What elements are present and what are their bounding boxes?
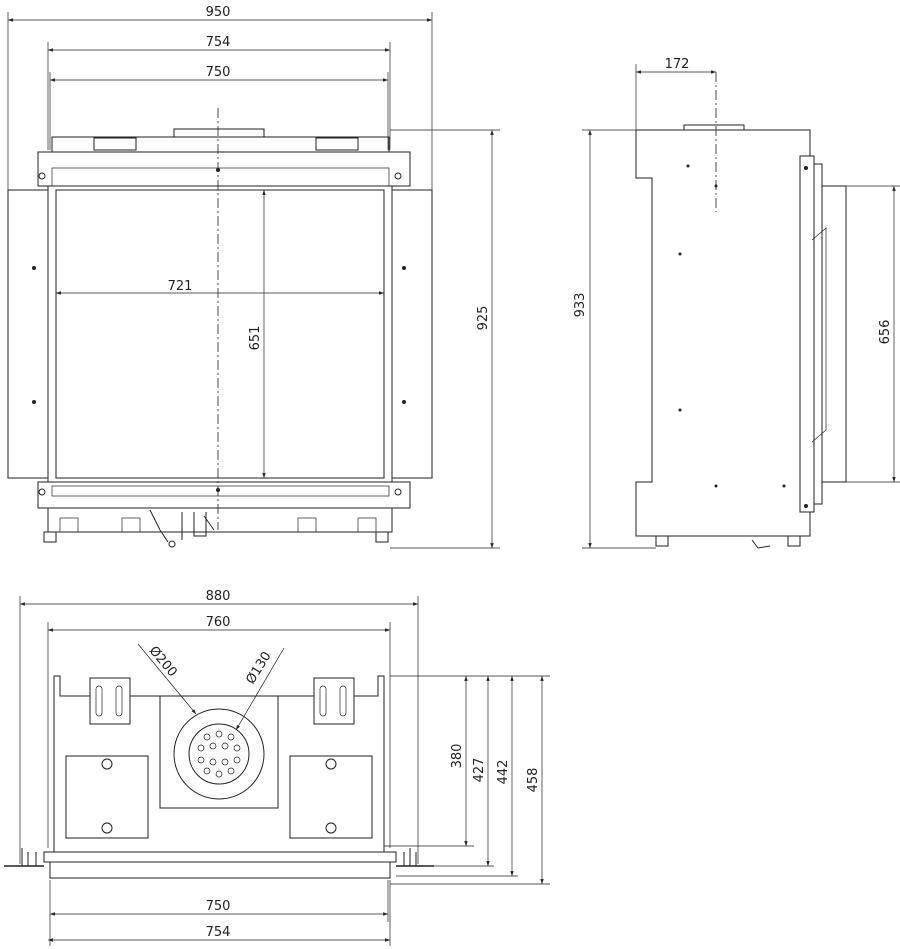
dim-656: 656 xyxy=(878,320,893,345)
dim-925: 925 xyxy=(476,306,491,331)
screw xyxy=(32,266,36,270)
corner-bolt xyxy=(394,172,402,180)
bracket-slot xyxy=(339,685,347,717)
side-foot-right xyxy=(787,535,801,547)
bracket-slot xyxy=(319,685,327,717)
dim-750-bottom: 750 xyxy=(206,899,231,914)
screw xyxy=(402,266,406,270)
top-bracket-left xyxy=(93,137,137,151)
top-centre-bay xyxy=(159,696,279,809)
side-panel-right xyxy=(391,189,433,479)
dim-380: 380 xyxy=(450,744,465,769)
side-pipe xyxy=(751,539,771,549)
dim-760: 760 xyxy=(206,615,231,630)
leg-fr1 xyxy=(297,517,317,533)
side-mark xyxy=(678,252,682,256)
flue-holes xyxy=(197,730,241,778)
leader-130 xyxy=(235,647,285,731)
glass-panel xyxy=(55,189,385,479)
dim-950: 950 xyxy=(206,5,231,20)
bracket-slot xyxy=(95,685,103,717)
dim-dia-130: Ø130 xyxy=(243,649,274,687)
top-box-left xyxy=(65,755,149,839)
side-view: 172 933 656 xyxy=(573,57,900,549)
side-mark xyxy=(714,184,718,188)
top-front-rail xyxy=(43,851,397,863)
top-bolt xyxy=(325,758,337,770)
top-bolt xyxy=(101,822,113,834)
dim-442: 442 xyxy=(496,760,511,785)
top-bracket-right xyxy=(313,677,355,725)
side-glass-profile xyxy=(821,185,847,483)
gas-fittings xyxy=(149,509,215,543)
leader-200 xyxy=(137,643,197,715)
leg-fr2 xyxy=(357,517,377,533)
bottom-band-inner xyxy=(51,485,390,497)
side-front-frame xyxy=(799,155,815,513)
foot-right xyxy=(375,531,389,543)
flue-inner xyxy=(188,723,250,785)
side-body xyxy=(635,129,811,537)
dim-754-bottom: 754 xyxy=(206,925,231,940)
dim-750: 750 xyxy=(206,65,231,80)
dim-754: 754 xyxy=(206,35,231,50)
side-inner-profile xyxy=(811,227,827,443)
dim-dia-200: Ø200 xyxy=(146,644,180,680)
wing-studs xyxy=(21,848,417,866)
front-frame xyxy=(47,185,393,483)
side-mark xyxy=(686,164,690,168)
top-bracket-left xyxy=(89,677,131,725)
side-mark xyxy=(714,484,718,488)
gas-pipe-end xyxy=(168,540,176,548)
dim-880: 880 xyxy=(206,589,231,604)
top-bracket-right xyxy=(315,137,359,151)
side-mark xyxy=(678,408,682,412)
corner-bolt xyxy=(38,488,46,496)
corner-bolt xyxy=(394,488,402,496)
dim-458: 458 xyxy=(526,768,541,793)
side-screw xyxy=(804,166,808,170)
bracket-slot xyxy=(115,685,123,717)
top-view: Ø200 Ø130 880 760 380 427 442 458 750 xyxy=(4,589,550,946)
top-bolt xyxy=(101,758,113,770)
side-mark xyxy=(782,484,786,488)
side-foot-left xyxy=(655,535,669,547)
screw xyxy=(32,400,36,404)
corner-bolt xyxy=(38,172,46,180)
screw xyxy=(402,400,406,404)
base-frame xyxy=(47,507,393,533)
dim-651: 651 xyxy=(248,326,263,351)
dim-721: 721 xyxy=(168,279,193,294)
leg-fl1 xyxy=(59,517,79,533)
dim-933: 933 xyxy=(573,293,588,318)
side-flue-collar xyxy=(683,124,745,131)
flue-collar xyxy=(173,128,265,138)
side-panel-left xyxy=(7,189,49,479)
dim-427: 427 xyxy=(472,758,487,783)
dim-172: 172 xyxy=(665,57,690,72)
top-bolt xyxy=(325,822,337,834)
leg-fl2 xyxy=(121,517,141,533)
side-front-bezel xyxy=(813,163,823,505)
top-box-right xyxy=(289,755,373,839)
top-band xyxy=(37,151,411,187)
top-front-frame xyxy=(49,861,391,879)
side-screw xyxy=(804,504,808,508)
foot-left xyxy=(43,531,57,543)
front-view: 950 754 750 721 651 925 xyxy=(7,5,500,549)
